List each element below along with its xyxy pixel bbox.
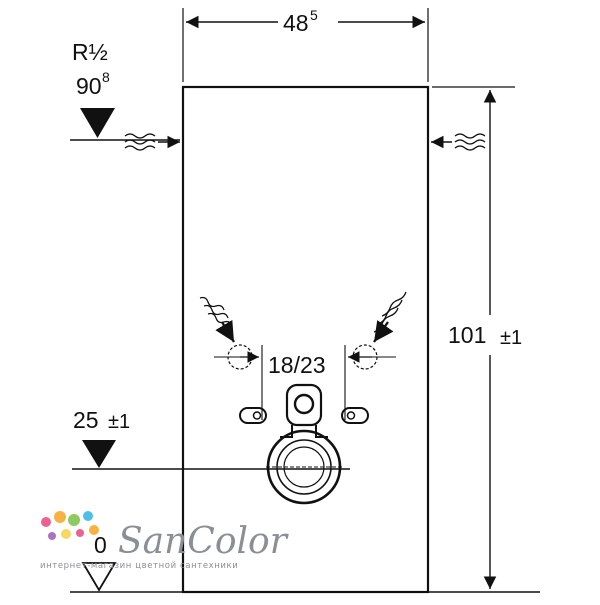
logo-dot (41, 517, 51, 527)
logo-tagline: интернет-магазин цветной сантехники (40, 561, 238, 571)
width-dimension: 48 5 (182, 7, 429, 82)
water-inlet-left (124, 133, 180, 151)
level-triangle-seat (82, 440, 116, 468)
logo-dot (76, 529, 84, 537)
drain-assembly (266, 383, 342, 505)
seat-tolerance: ±1 (108, 411, 130, 433)
logo-dot (54, 511, 66, 523)
frame-outline (181, 85, 430, 594)
height-value: 101 (448, 322, 486, 348)
floor-value: 0 (94, 532, 107, 558)
logo-dot (48, 532, 56, 540)
logo-dot (83, 511, 93, 521)
connection-height: 90 (76, 73, 102, 99)
logo-brand: SanColor (118, 521, 289, 562)
seat-value: 25 (73, 407, 99, 433)
floor-level: 0 (70, 532, 540, 593)
inner-water-left (199, 296, 235, 343)
logo-dot (68, 514, 80, 526)
inner-water-right (373, 291, 407, 343)
connection-height-sup: 8 (102, 69, 110, 85)
spacing-dimension: 18/23 (240, 345, 372, 420)
logo-dots (41, 511, 99, 540)
level-triangle-floor (81, 562, 117, 592)
level-triangle-top (80, 108, 115, 138)
logo-dot (89, 525, 99, 535)
height-tolerance: ±1 (500, 327, 522, 349)
seat-height-label: 25 ±1 (72, 407, 350, 470)
thread-size: R½ (72, 39, 108, 65)
width-value: 48 (283, 10, 309, 36)
width-sup: 5 (310, 7, 318, 23)
height-dimension: 101 ±1 (432, 86, 522, 589)
spacing-value: 18/23 (268, 352, 326, 378)
mount-slot-left (239, 407, 267, 424)
mount-slot-right (341, 407, 369, 424)
water-inlet-right (431, 133, 486, 151)
water-connection-label: R½ 90 8 (70, 39, 180, 141)
logo-dot (61, 529, 71, 539)
